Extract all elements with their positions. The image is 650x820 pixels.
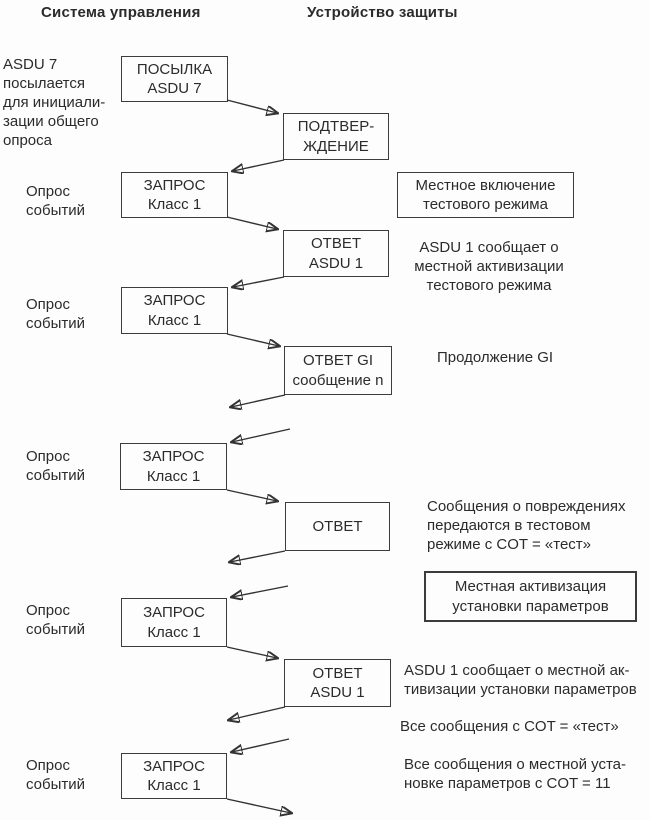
box-answer-asdu1-2: ОТВЕТ ASDU 1: [284, 659, 391, 707]
box-request-class1-2: ЗАПРОС Класс 1: [121, 287, 228, 334]
arrow-send-asdu7-to-confirmation: [226, 99, 277, 113]
arrow-in-to-request3: [232, 428, 291, 442]
box-request-class1-5: ЗАПРОС Класс 1: [121, 753, 227, 799]
box-local-param-setting: Местная активизация установки параметров: [424, 571, 637, 622]
arrow-request4-to-answer-asdu1-2: [226, 646, 277, 658]
box-confirmation: ПОДТВЕР- ЖДЕНИЕ: [283, 113, 389, 160]
note-all-param-messages-cot11: Все сообщения о местной уста- новке пара…: [404, 756, 627, 793]
arrow-request1-to-answer-asdu1: [226, 216, 277, 229]
box-request-class1-1: ЗАПРОС Класс 1: [121, 172, 228, 218]
arrow-request2-to-answer-gi: [226, 333, 279, 346]
box-request-class1-3: ЗАПРОС Класс 1: [120, 443, 227, 490]
arrow-answer-gi-out: [231, 394, 286, 407]
label-event-poll-1: Опрос событий: [26, 183, 86, 220]
arrow-request3-to-answer: [226, 489, 277, 501]
arrow-answer-asdu1-to-request2: [233, 276, 285, 287]
label-event-poll-3: Опрос событий: [26, 448, 86, 485]
note-gi-continuation: Продолжение GI: [437, 349, 554, 366]
label-event-poll-4: Опрос событий: [26, 602, 86, 639]
note-asdu1-reports-test-mode: ASDU 1 сообщает о местной активизации те…: [414, 239, 564, 295]
note-fault-messages-test: Сообщения о повреждениях передаются в те…: [427, 498, 626, 554]
box-local-test-mode: Местное включение тестового режима: [397, 172, 574, 218]
arrow-request5-out: [226, 798, 291, 813]
box-send-asdu7: ПОСЫЛКА ASDU 7: [121, 56, 228, 102]
arrow-answer-out: [230, 550, 286, 562]
box-answer-gi: ОТВЕТ GI сообщение n: [284, 346, 392, 395]
arrow-answer-asdu1-2-out: [229, 706, 286, 720]
arrow-confirmation-to-request1: [233, 159, 285, 171]
label-event-poll-5: Опрос событий: [26, 757, 86, 794]
box-answer-asdu1-1: ОТВЕТ ASDU 1: [283, 230, 389, 277]
arrow-in-to-request4: [232, 585, 289, 597]
label-event-poll-2: Опрос событий: [26, 296, 86, 333]
column-header-control-system: Система управления: [41, 4, 201, 21]
note-asdu7-intro: ASDU 7 посылается для инициали- зации об…: [3, 56, 106, 150]
box-request-class1-4: ЗАПРОС Класс 1: [121, 598, 227, 647]
arrow-in-to-request5: [232, 738, 290, 752]
note-all-messages-cot-test: Все сообщения с COT = «тест»: [400, 718, 619, 735]
box-answer: ОТВЕТ: [285, 502, 390, 551]
note-asdu1-reports-param-setting: ASDU 1 сообщает о местной ак- тивизации …: [404, 662, 637, 699]
column-header-protection-device: Устройство защиты: [307, 4, 458, 21]
